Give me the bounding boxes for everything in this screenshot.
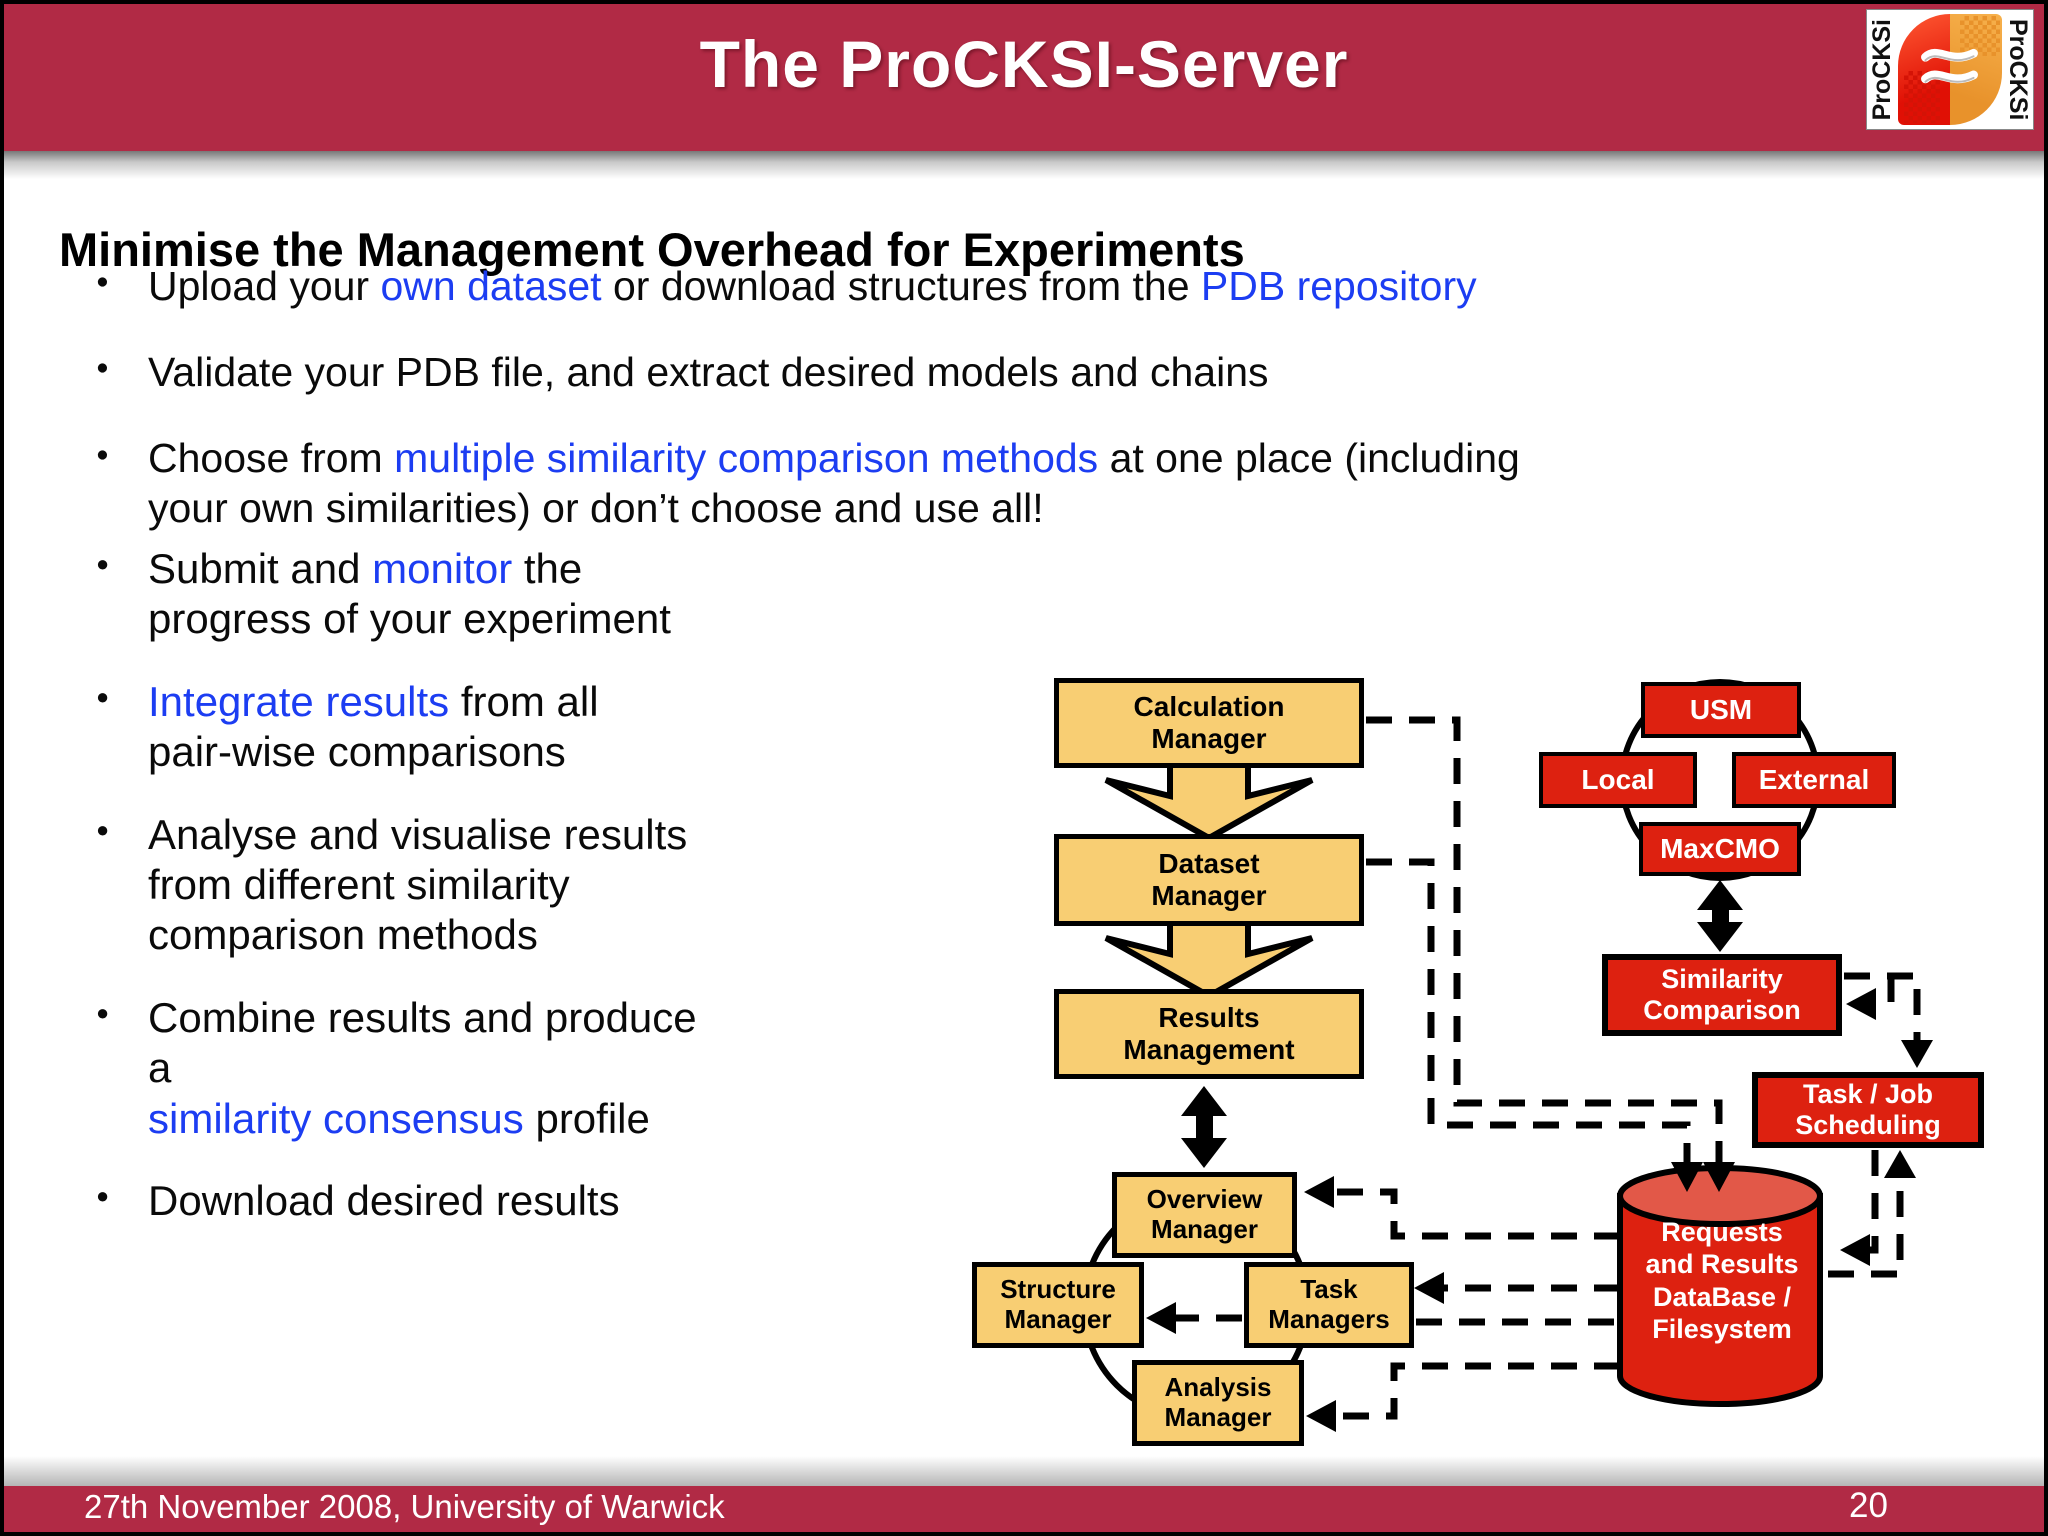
box-calculation-manager: Calculation Manager: [1054, 678, 1364, 768]
header-shadow-gradient: [4, 151, 2044, 179]
database-cylinder: [1617, 1165, 1823, 1407]
arrowhead-into-overview: [1304, 1176, 1334, 1208]
footer-bar: 27th November 2008, University of Warwic…: [4, 1486, 2044, 1532]
connector-similarity-to-scheduling: [1844, 972, 1921, 1048]
double-arrow-head-down-1: [1181, 1138, 1227, 1168]
block-arrow-calc-to-dataset: [1104, 761, 1314, 842]
arrowhead-into-analysis: [1306, 1400, 1336, 1432]
bullet-text: Choose from: [148, 435, 395, 482]
procksi-logo: ProCKSi ProCKSi: [1866, 9, 2034, 130]
box-local: Local: [1539, 752, 1697, 808]
footer-date: 27th November 2008, University of Warwic…: [84, 1488, 725, 1525]
footer-shadow-gradient: [4, 1456, 2044, 1486]
box-task-job-scheduling: Task / Job Scheduling: [1752, 1072, 1984, 1148]
bullet-text: Analyse and visualise results from diffe…: [148, 810, 688, 959]
box-results-management: Results Management: [1054, 989, 1364, 1079]
arrowheads: [1146, 988, 1933, 1432]
arrowhead-into-structure: [1146, 1302, 1176, 1334]
box-similarity-comparison: Similarity Comparison: [1602, 954, 1842, 1036]
highlighted-text: similarity consensus: [148, 1094, 524, 1142]
box-structure-manager: Structure Manager: [972, 1262, 1144, 1348]
arrowhead-into-similarity: [1846, 988, 1876, 1020]
double-arrow-head-down-2: [1697, 922, 1743, 952]
double-arrow-results-overview-shaft: [1196, 1109, 1213, 1147]
bullet-text: or download structures from the: [601, 263, 1201, 309]
slide-title: The ProCKSI-Server: [699, 27, 1349, 101]
logo-checker-top-right: [1960, 16, 2000, 56]
bullet-text: at one place (including your own similar…: [148, 435, 1520, 531]
dashed-connectors: [1160, 716, 1921, 1420]
bullet-item: Analyse and visualise results from diffe…: [90, 810, 730, 961]
arrowhead-into-scheduling-bottom: [1884, 1150, 1916, 1178]
page-number: 20: [1849, 1486, 1888, 1525]
connector-dataset-to-db: [1366, 858, 1691, 1162]
bullet-item: Upload your own dataset or download stru…: [90, 262, 2000, 311]
connector-db-to-scheduling: [1828, 1170, 1904, 1278]
bullet-item: Integrate results from all pair-wise com…: [90, 677, 730, 778]
bullet-text: Upload your: [148, 263, 381, 309]
bullet-item: Submit and monitor the progress of your …: [90, 544, 730, 645]
bullet-text: from all pair-wise comparisons: [148, 677, 599, 776]
arrowhead-into-db-1: [1703, 1162, 1735, 1192]
bullet-text: Combine results and produce a: [148, 993, 697, 1092]
connector-db-to-overview: [1318, 1188, 1620, 1240]
bullet-item: Validate your PDB file, and extract desi…: [90, 348, 2000, 397]
highlighted-text: monitor: [372, 545, 513, 592]
bullet-list-top: Upload your own dataset or download stru…: [90, 262, 2000, 570]
bullet-item: Choose from multiple similarity comparis…: [90, 434, 2000, 532]
arrowhead-into-db-2: [1671, 1162, 1703, 1192]
box-overview-manager: Overview Manager: [1112, 1172, 1297, 1258]
box-analysis-manager: Analysis Manager: [1132, 1360, 1304, 1446]
highlighted-text: Integrate results: [148, 677, 450, 725]
arrowhead-into-scheduling-top: [1901, 1040, 1933, 1068]
bullet-text: profile: [523, 1094, 650, 1142]
database-label: Requests and Results DataBase / Filesyst…: [1645, 1217, 1799, 1345]
bullet-text: Validate your PDB file, and extract desi…: [148, 349, 1269, 396]
bullet-text: Download desired results: [148, 1176, 620, 1224]
bullet-item: Download desired results: [90, 1176, 730, 1226]
header-bar: The ProCKSI-Server: [4, 4, 2044, 151]
logo-waves-icon: [1921, 48, 1978, 84]
highlighted-text: PDB repository: [1200, 263, 1477, 309]
double-arrow-head-up-1: [1181, 1086, 1227, 1116]
highlighted-text: multiple similarity comparison methods: [394, 435, 1099, 482]
highlighted-text: own dataset: [380, 263, 602, 309]
block-arrows: [1104, 761, 1314, 1000]
logo-emblem: [1898, 14, 2002, 125]
arrowhead-into-db-right: [1840, 1234, 1870, 1266]
bullet-list-left: Submit and monitor the progress of your …: [90, 544, 730, 1258]
bullet-item: Combine results and produce a similarity…: [90, 993, 730, 1144]
box-usm: USM: [1641, 682, 1801, 738]
arrowhead-into-task-managers: [1414, 1272, 1444, 1304]
logo-text-right: ProCKSi: [2004, 18, 2032, 121]
bullet-text: Submit and: [148, 545, 373, 592]
double-arrows: [1181, 880, 1743, 1168]
box-dataset-manager: Dataset Manager: [1054, 834, 1364, 926]
architecture-diagram: [1081, 679, 1933, 1432]
double-arrow-head-up-2: [1697, 880, 1743, 910]
block-arrow-dataset-to-results: [1104, 919, 1314, 1000]
connector-db-to-analysis: [1320, 1362, 1620, 1420]
box-task-managers: Task Managers: [1244, 1262, 1414, 1348]
box-external: External: [1732, 752, 1896, 808]
connector-calculation-to-db: [1366, 716, 1723, 1162]
connector-scheduling-to-db: [1854, 1150, 1879, 1254]
bullet-text: the progress of your experiment: [148, 545, 671, 643]
box-maxcmo: MaxCMO: [1639, 822, 1801, 876]
